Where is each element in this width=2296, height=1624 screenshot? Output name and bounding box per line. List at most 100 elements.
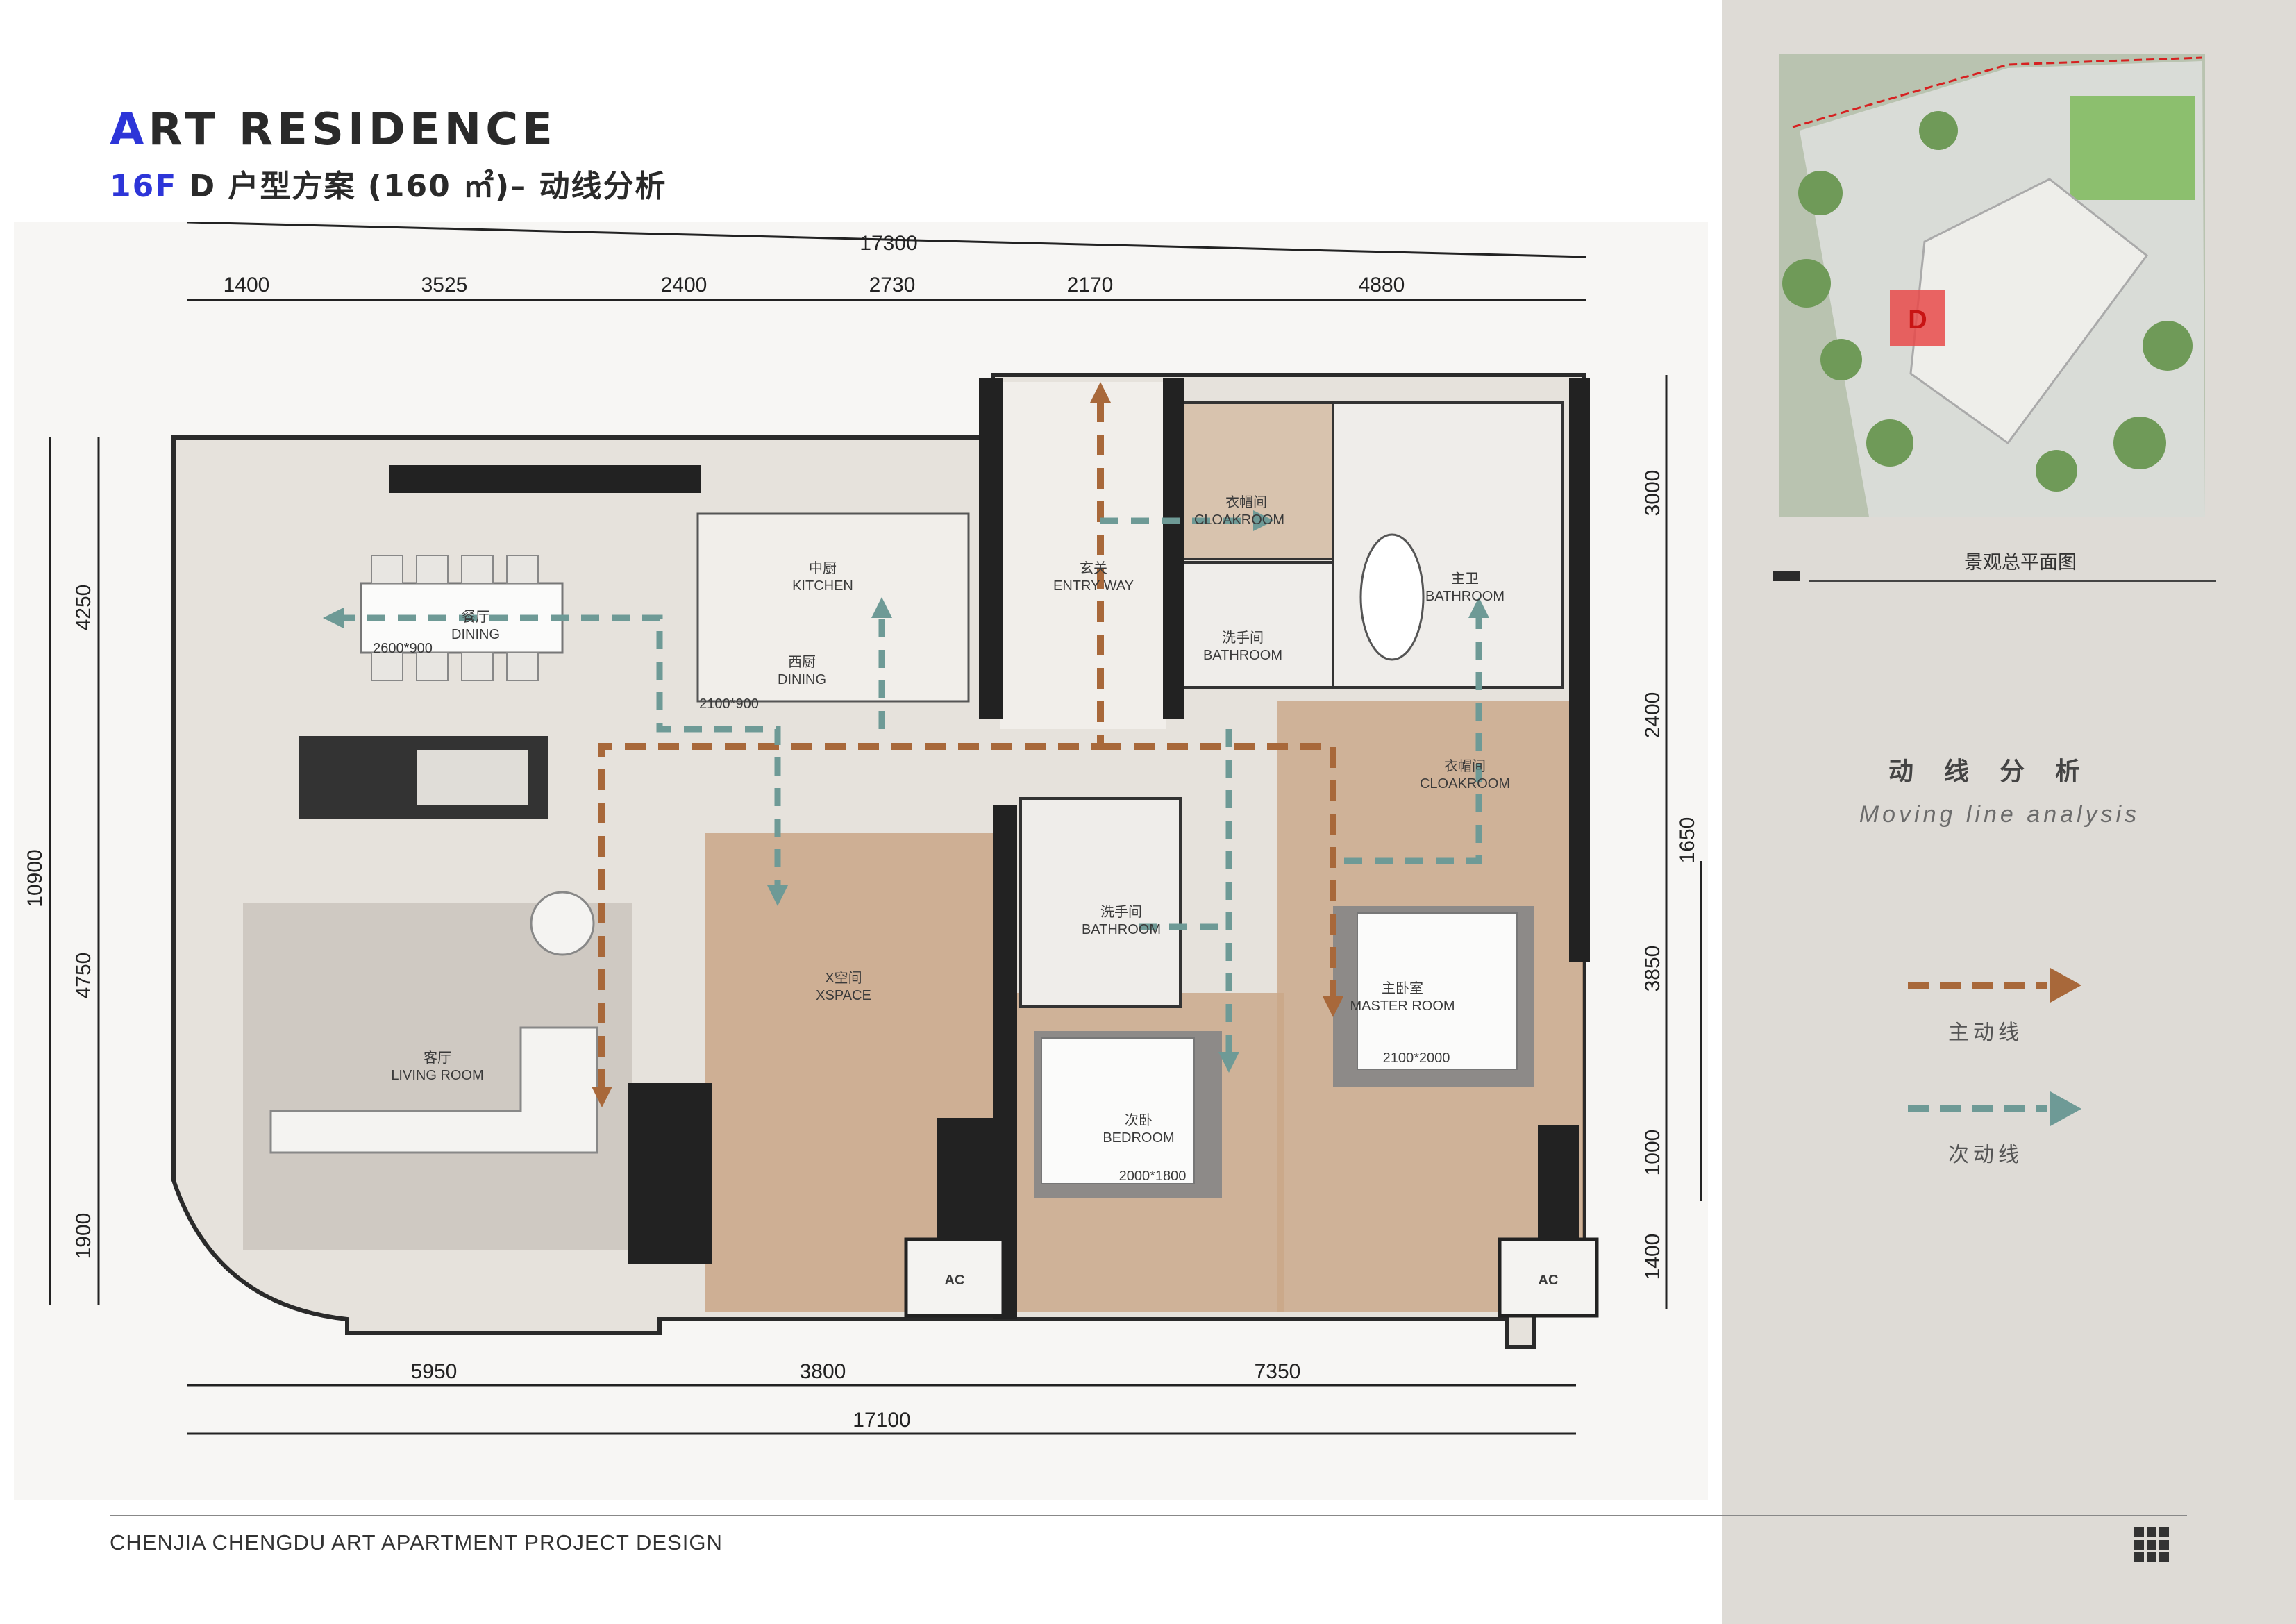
analysis-title-cn: 动线分析 [1888,757,2111,786]
dim-top-2: 3525 [421,274,468,296]
ac1-label: AC [945,1273,965,1288]
floor-plan: 17300 1400 3525 2400 2730 2170 4880 5950… [14,222,1708,1500]
dim-top-4: 2730 [869,274,916,296]
footer-rule [110,1515,2187,1516]
lounge-chair [530,891,595,956]
site-plan-caption: 景观总平面图 [1964,552,2077,573]
wall-east-upper [1569,378,1590,962]
cloak2-label-cn: 衣帽间 [1444,758,1486,774]
dining-note: 2600*900 [373,641,433,656]
xspace-label-en: XSPACE [816,988,871,1003]
bedroom-bed [1041,1037,1195,1184]
dim-top-1: 1400 [224,274,270,296]
primary-moving-line [598,396,1336,1090]
ac2-label: AC [1539,1273,1559,1288]
site-boundary [1792,56,2203,128]
dim-right-1: 3000 [1641,470,1664,517]
unit-d-marker [1890,290,1945,346]
cloak1-label-en: CLOAKROOM [1194,512,1284,528]
site-trees [1782,111,2193,492]
island-top [417,750,528,805]
legend-secondary-arrow [1908,1091,2081,1126]
master-label-cn: 主卧室 [1382,980,1423,996]
dim-right-4: 1000 [1641,1130,1664,1176]
dim-left-1: 4250 [72,585,95,631]
unit-d-label: D [1908,305,1927,335]
dim-right-2: 2400 [1641,692,1664,739]
subtitle-floor: 16F [110,169,178,204]
dim-top-3: 2400 [661,274,707,296]
dim-right-extra: 1650 [1676,817,1699,864]
title-rest: RT RESIDENCE [148,104,557,156]
dim-left-total: 10900 [24,849,47,907]
master-label-en: MASTER ROOM [1350,998,1455,1014]
secondary-arrowheads [323,510,1489,1073]
wall-entry-west [979,378,1003,719]
dim-right-3: 3850 [1641,946,1664,992]
master-bath-area [1332,401,1564,689]
wall-north-kitchen [389,465,701,493]
cloak1-label-cn: 衣帽间 [1225,494,1267,510]
ac-unit-1 [904,1237,1005,1318]
dimension-labels: 17300 1400 3525 2400 2730 2170 4880 5950… [24,232,1699,1432]
caption-rule [1809,580,2216,582]
site-building [1909,178,2149,445]
master-note: 2100*2000 [1383,1050,1450,1066]
bathtub [1359,533,1425,661]
room-labels: 餐厅 DINING 2600*900 中厨 KITCHEN 西厨 DINING … [373,494,1558,1288]
page-title: ART RESIDENCE [110,104,557,156]
bedroom-note: 2000*1800 [1119,1169,1187,1184]
dim-left-2: 4750 [72,953,95,999]
bath2-label-cn: 洗手间 [1100,904,1142,920]
xspace-label-cn: X空间 [825,970,862,986]
wall-xspace-east [993,805,1017,1319]
master-bath-label-en: BATHROOM [1425,589,1505,604]
dim-bottom-2: 3800 [800,1360,846,1383]
primary-arrowheads [592,382,1343,1107]
dim-left-3: 1900 [72,1213,95,1259]
master-bed [1357,912,1518,1070]
west-kitchen-label-en: DINING [778,672,826,687]
legend-secondary-label: 次动线 [1948,1144,2023,1166]
site-lawn [2070,96,2195,200]
living-label-en: LIVING ROOM [391,1068,483,1083]
kitchen-floor [696,512,970,703]
bedroom-label-en: BEDROOM [1103,1130,1174,1146]
site-plan-map: D [1779,54,2205,517]
dim-bottom-3: 7350 [1255,1360,1301,1383]
dining-label-cn: 餐厅 [462,609,489,625]
analysis-title-en: Moving line analysis [1859,801,2140,828]
footer-text: CHENJIA CHENGDU ART APARTMENT PROJECT DE… [110,1530,723,1555]
dim-top-5: 2170 [1067,274,1114,296]
wardrobe-block [628,1083,712,1264]
bath2-label-en: BATHROOM [1082,922,1161,937]
entry-label-cn: 玄关 [1080,560,1107,576]
bedroom-label-cn: 次卧 [1125,1112,1153,1128]
legend-primary-arrow [1908,968,2081,1003]
cloak2-label-en: CLOAKROOM [1420,776,1510,792]
bath1-area [1165,561,1334,689]
page-subtitle: 16F D 户型方案 (160 ㎡)– 动线分析 [110,161,667,206]
dining-chairs [371,555,539,681]
living-sofa [269,1026,598,1154]
dim-right-5: 1400 [1641,1234,1664,1280]
bath1-label-cn: 洗手间 [1222,630,1264,646]
caption-marker [1773,571,1800,581]
bath2-area [1019,797,1182,1008]
kitchen-label-en: KITCHEN [792,578,853,594]
dim-bottom-1: 5950 [411,1360,458,1383]
legend-primary-label: 主动线 [1948,1021,2023,1044]
west-kitchen-note: 2100*900 [699,696,759,712]
west-kitchen-label-cn: 西厨 [788,655,816,670]
secondary-moving-line [337,517,1482,1055]
kitchen-label-cn: 中厨 [809,560,837,576]
master-bath-label-cn: 主卫 [1451,571,1479,587]
dim-top-6: 4880 [1359,274,1405,296]
dimension-lines [49,222,1702,1435]
entry-floor [1000,382,1166,729]
dim-bottom-total: 17100 [853,1409,910,1432]
subtitle-text: D 户型方案 (160 ㎡)– 动线分析 [177,169,667,204]
dim-top-total: 17300 [860,232,917,255]
dining-label-en: DINING [451,627,500,642]
cloak1-area [1165,401,1334,560]
